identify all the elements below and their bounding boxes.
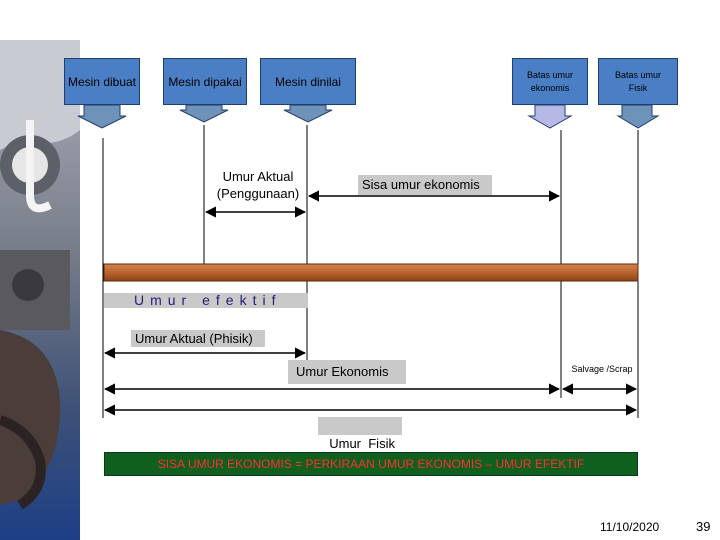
down-arrow-mesin-dinilai bbox=[283, 104, 333, 123]
label-umur-efektif: Umur efektif bbox=[134, 292, 282, 308]
formula-text: SISA UMUR EKONOMIS = PERKIRAAN UMUR EKON… bbox=[157, 457, 585, 471]
label-mesin-dinilai: Mesin dinilai bbox=[260, 58, 356, 105]
page-number: 39 bbox=[696, 519, 711, 534]
timeline-bar bbox=[103, 263, 639, 282]
label-batas-umur-ekonomis-text: Batas umur ekonomis bbox=[526, 69, 574, 93]
label-batas-umur-fisik: Batas umur Fisik bbox=[598, 58, 678, 105]
label-mesin-dibuat-text: Mesin dibuat bbox=[67, 74, 137, 89]
label-umur-aktual-penggunaan-text: Umur Aktual (Penggunaan) bbox=[216, 169, 300, 201]
label-mesin-dibuat: Mesin dibuat bbox=[64, 58, 140, 105]
label-batas-umur-fisik-text: Batas umur Fisik bbox=[614, 69, 662, 93]
label-umur-fisik: Umur Fisik bbox=[318, 417, 402, 451]
down-arrow-mesin-dibuat bbox=[77, 104, 127, 129]
formula-box: SISA UMUR EKONOMIS = PERKIRAAN UMUR EKON… bbox=[104, 452, 638, 476]
label-salvage-scrap-text: Salvage /Scrap bbox=[571, 364, 633, 374]
footer-date: 11/10/2020 bbox=[600, 520, 660, 534]
label-umur-ekonomis-text: Umur Ekonomis bbox=[296, 364, 389, 379]
down-arrow-batas-fisik bbox=[616, 104, 660, 129]
label-mesin-dinilai-text: Mesin dinilai bbox=[274, 74, 342, 89]
label-salvage-scrap: Salvage /Scrap bbox=[566, 364, 638, 374]
label-batas-umur-ekonomis: Batas umur ekonomis bbox=[512, 58, 588, 105]
efektif-band bbox=[104, 293, 308, 308]
label-umur-aktual-penggunaan: Umur Aktual (Penggunaan) bbox=[206, 168, 310, 202]
label-umur-fisik-text: Umur Fisik bbox=[329, 436, 395, 451]
label-umur-aktual-phisik-text: Umur Aktual (Phisik) bbox=[135, 331, 253, 346]
label-mesin-dipakai-text: Mesin dipakai bbox=[168, 74, 242, 89]
label-umur-ekonomis: Umur Ekonomis bbox=[288, 360, 406, 384]
label-umur-aktual-phisik: Umur Aktual (Phisik) bbox=[131, 330, 265, 347]
label-mesin-dipakai: Mesin dipakai bbox=[163, 58, 247, 105]
label-sisa-umur-ekonomis: Sisa umur ekonomis bbox=[358, 175, 492, 195]
down-arrow-batas-ekonomis bbox=[527, 104, 573, 129]
label-sisa-umur-ekonomis-text: Sisa umur ekonomis bbox=[362, 177, 480, 192]
down-arrow-mesin-dipakai bbox=[179, 104, 229, 123]
